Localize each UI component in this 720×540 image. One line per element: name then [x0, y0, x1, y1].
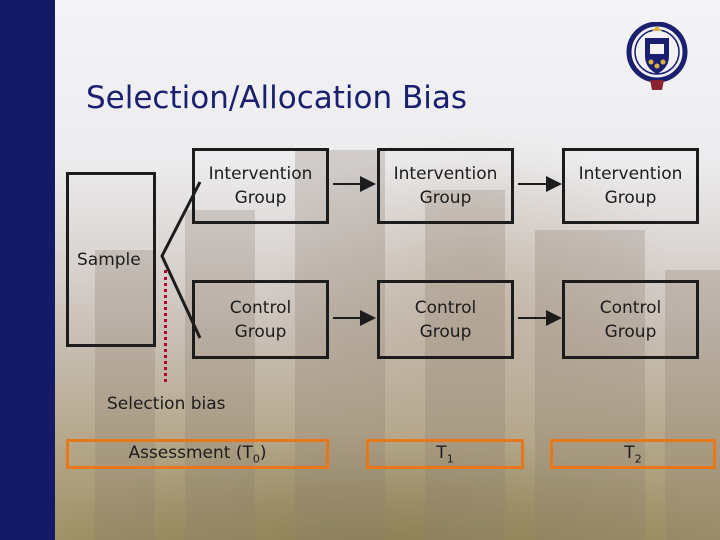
selection-bias-line: [164, 270, 167, 382]
assessment-t2-label: T2: [624, 442, 642, 466]
assessment-t0-box: Assessment (T0): [66, 439, 329, 469]
assessment-t1-label: T1: [436, 442, 454, 466]
university-crest-icon: [626, 22, 688, 90]
assessment-t2-box: T2: [550, 439, 716, 469]
assessment-t1-box: T1: [366, 439, 524, 469]
slide-sidebar: [0, 0, 55, 540]
sample-label: Sample: [77, 250, 141, 270]
selection-bias-label: Selection bias: [107, 394, 226, 414]
background-photo: [55, 0, 720, 540]
slide-title: Selection/Allocation Bias: [86, 80, 468, 116]
assessment-t0-label: Assessment (T0): [128, 442, 267, 466]
sample-box: [66, 172, 156, 347]
